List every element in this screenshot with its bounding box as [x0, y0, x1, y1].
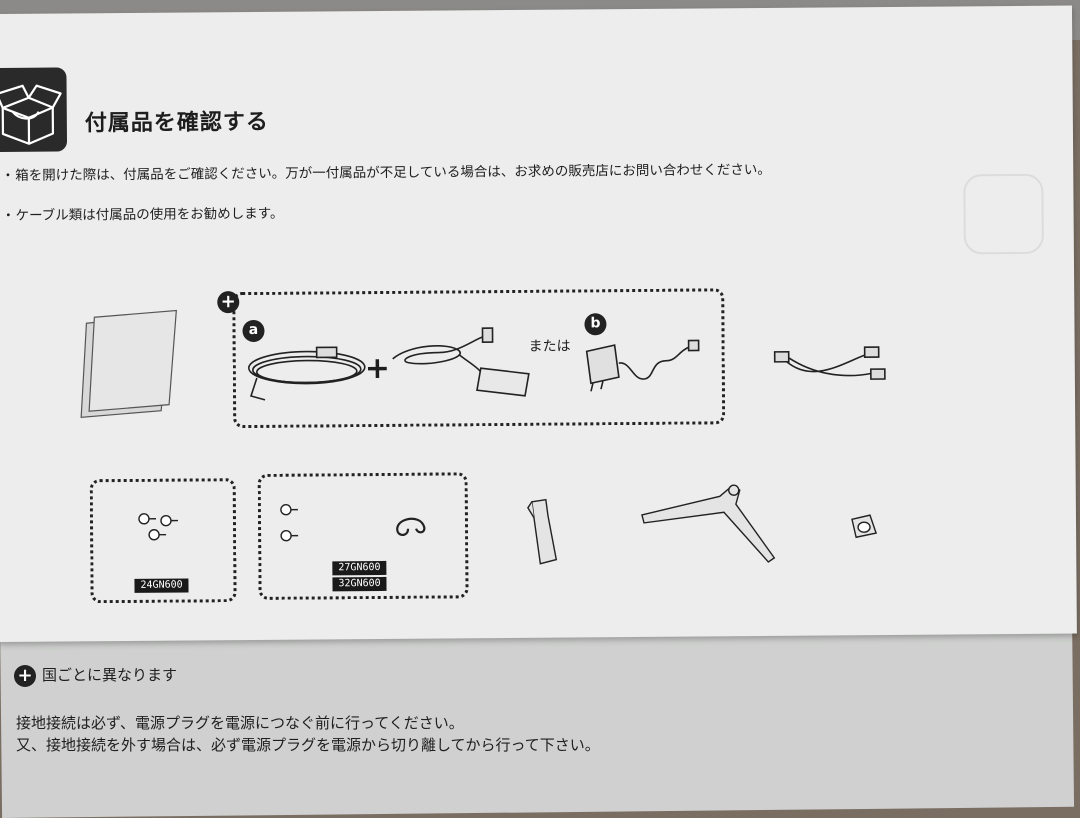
- power-cord-illustration: [247, 346, 366, 401]
- wall-adapter-illustration: [585, 339, 700, 392]
- cable-clip-illustration: [396, 517, 426, 536]
- stand-base-illustration: [641, 484, 776, 563]
- ac-adapter-illustration: [392, 327, 530, 397]
- bullet-text: ケーブル類は付属品の使用をお勧めします。: [15, 205, 284, 224]
- page-title: 付属品を確認する: [84, 109, 269, 137]
- faint-logo-mark: [963, 173, 1044, 255]
- manual-booklet-illustration: [80, 309, 177, 418]
- or-label: または: [528, 338, 571, 355]
- model-tag: 27GN600: [332, 560, 387, 576]
- plus-circle-icon: +: [14, 664, 36, 687]
- grounding-warning-line: 又、接地接続を外す場合は、必ず電源プラグを電源から切り離してから行って下さい。: [16, 736, 600, 754]
- open-box-icon: [0, 67, 68, 152]
- stand-body-illustration: [527, 498, 558, 565]
- bullet-check-accessories: ・箱を開けた際は、付属品をご確認ください。万が一付属品が不足している場合は、お求…: [1, 161, 771, 184]
- country-note-text: 国ごとに異なります: [42, 666, 178, 684]
- display-cable-illustration: [773, 346, 886, 380]
- country-specific-plus-icon: +: [217, 291, 240, 314]
- option-a-badge: a: [242, 319, 265, 343]
- grounding-warning-line: 接地接続は必ず、電源プラグを電源につなぐ前に行ってください。: [16, 714, 464, 732]
- bullet-text: 箱を開けた際は、付属品をご確認ください。万が一付属品が不足している場合は、お求め…: [15, 161, 771, 184]
- model-tag: 32GN600: [332, 576, 387, 592]
- bullet-cable-recommendation: ・ケーブル類は付属品の使用をお勧めします。: [1, 205, 284, 224]
- manual-page: 付属品を確認する ・箱を開けた際は、付属品をご確認ください。万が一付属品が不足し…: [0, 5, 1077, 642]
- plus-sign: +: [364, 350, 391, 387]
- country-note: + 国ごとに異なります: [14, 664, 177, 687]
- screws-illustration: [280, 504, 299, 542]
- model-tag: 24GN600: [134, 578, 189, 593]
- screws-illustration: [138, 513, 178, 541]
- cable-holder-illustration: [851, 514, 878, 539]
